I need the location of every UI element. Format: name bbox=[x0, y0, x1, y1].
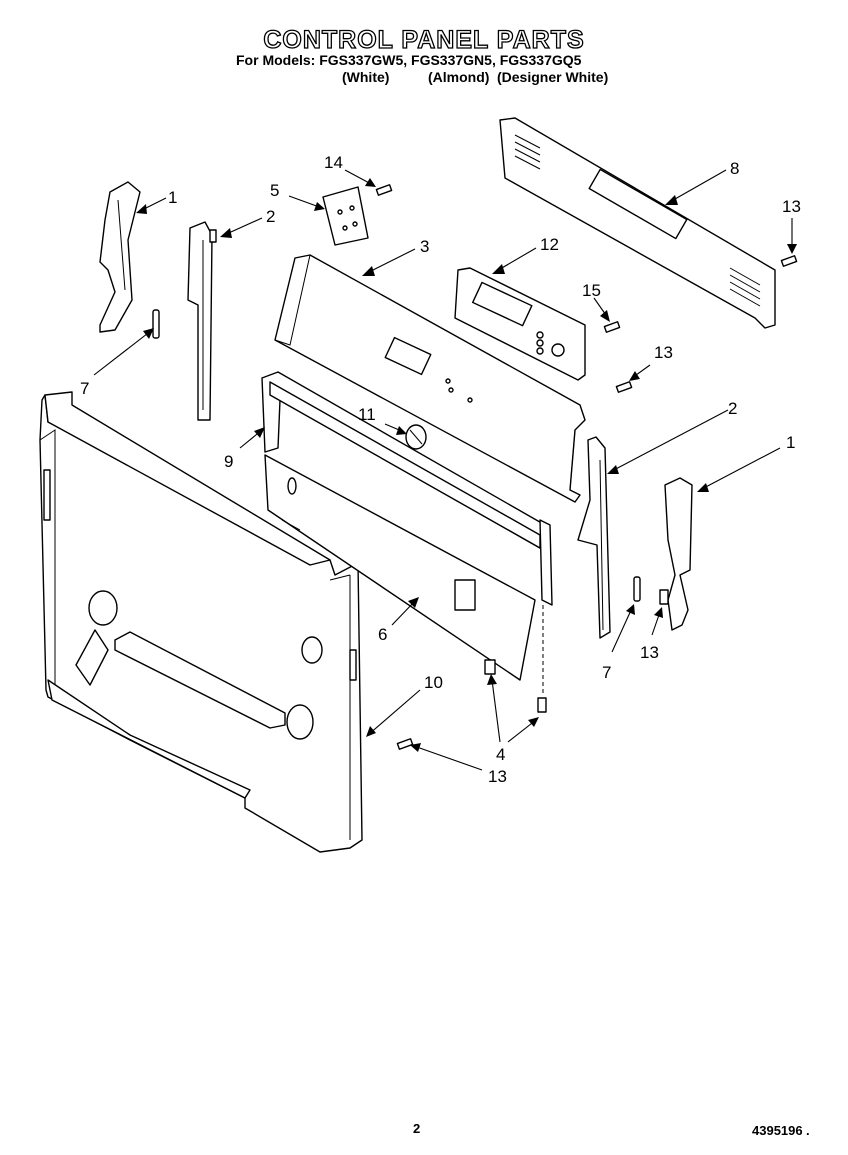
callout-2-left: 2 bbox=[266, 207, 275, 226]
screw-part-4-b bbox=[537, 697, 547, 713]
callout-7-right: 7 bbox=[602, 663, 611, 682]
callout-15: 15 bbox=[582, 281, 601, 300]
callout-4: 4 bbox=[496, 745, 505, 764]
panel-channel-part-9 bbox=[261, 371, 553, 695]
control-panel-part-3 bbox=[274, 254, 586, 503]
callout-12: 12 bbox=[540, 235, 559, 254]
end-cap-left-part-1 bbox=[99, 181, 141, 333]
models-line: For Models: FGS337GW5, FGS337GN5, FGS337… bbox=[236, 52, 582, 68]
callout-11: 11 bbox=[358, 405, 376, 424]
callout-14: 14 bbox=[324, 153, 343, 172]
callout-1-right: 1 bbox=[786, 433, 795, 452]
side-bracket-left-part-2 bbox=[187, 221, 217, 421]
callout-10: 10 bbox=[424, 673, 443, 692]
end-cap-right-part-1 bbox=[664, 477, 693, 631]
page-title: CONTROL PANEL PARTS bbox=[263, 25, 585, 54]
callout-6: 6 bbox=[378, 625, 387, 644]
callout-7-left: 7 bbox=[80, 379, 89, 398]
callout-13-right: 13 bbox=[640, 643, 659, 662]
rear-panel-part-10 bbox=[39, 391, 363, 853]
leader-lines bbox=[93, 169, 797, 771]
side-bracket-right-part-2 bbox=[577, 436, 611, 639]
document-number: 4395196 bbox=[752, 1123, 803, 1138]
clip-left-part-7 bbox=[152, 309, 160, 339]
screw-part-13-right bbox=[659, 589, 669, 605]
callout-1-left: 1 bbox=[168, 188, 177, 207]
callout-8: 8 bbox=[730, 159, 739, 178]
variant-designer-white: (Designer White) bbox=[497, 69, 609, 85]
callout-13-top-right: 13 bbox=[782, 197, 801, 216]
callout-13-bottom: 13 bbox=[488, 767, 507, 786]
variant-almond: (Almond) bbox=[428, 69, 490, 85]
document-number-dot: . bbox=[806, 1123, 810, 1138]
callout-3: 3 bbox=[420, 237, 429, 256]
callout-labels: 1 2 3 4 5 6 7 7 8 9 10 11 12 13 13 13 13… bbox=[80, 153, 801, 786]
bracket-plate-part-5 bbox=[322, 186, 369, 246]
callout-2-right: 2 bbox=[728, 399, 737, 418]
variant-white: (White) bbox=[342, 69, 390, 85]
screw-part-13-mid bbox=[615, 381, 633, 393]
clip-right-part-7 bbox=[633, 576, 641, 602]
screw-part-13-bottom bbox=[396, 738, 414, 750]
screw-part-13-top bbox=[780, 255, 798, 267]
screw-part-14 bbox=[375, 184, 393, 196]
callout-9: 9 bbox=[224, 452, 233, 471]
page-number: 2 bbox=[413, 1121, 421, 1136]
callout-13-mid: 13 bbox=[654, 343, 673, 362]
clock-module-part-12 bbox=[454, 267, 586, 381]
knob-part-11 bbox=[405, 424, 427, 450]
vent-strip-part-8 bbox=[499, 117, 776, 329]
screw-part-15 bbox=[603, 321, 621, 333]
screw-part-4-a bbox=[484, 659, 496, 675]
callout-5: 5 bbox=[270, 181, 279, 200]
